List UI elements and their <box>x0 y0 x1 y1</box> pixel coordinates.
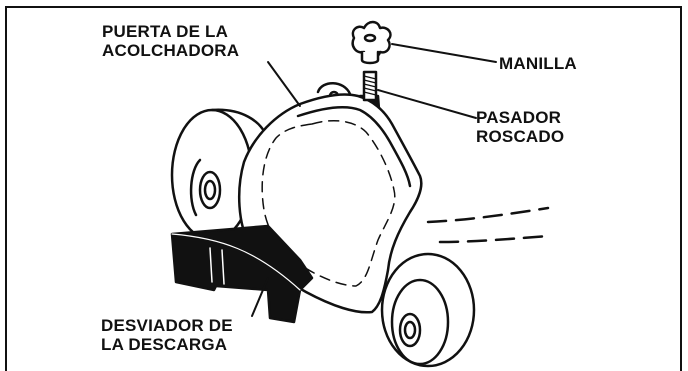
door-label: PUERTA DE LA ACOLCHADORA <box>102 22 239 60</box>
leader-pin <box>377 89 477 119</box>
threaded-pin <box>362 70 378 102</box>
door-label-line2: ACOLCHADORA <box>102 41 240 60</box>
deck-dashed-line-lower <box>438 234 550 244</box>
handle-label: MANILLA <box>499 54 577 73</box>
handle-knob <box>351 20 392 65</box>
front-right-wheel <box>380 252 476 368</box>
leader-handle <box>391 43 497 63</box>
door-dashed-outline <box>261 119 396 287</box>
handle-label-text: MANILLA <box>499 54 577 73</box>
frame-right <box>680 6 682 371</box>
deflector-label: DESVIADOR DE LA DESCARGA <box>101 316 233 354</box>
pin-label: PASADOR ROSCADO <box>476 108 564 146</box>
deflector-label-line2: LA DESCARGA <box>101 335 228 354</box>
door-hinge-tab <box>316 82 352 96</box>
pin-label-line2: ROSCADO <box>476 127 565 146</box>
discharge-deflector <box>170 224 314 324</box>
leader-deflector <box>251 277 269 317</box>
door-label-line1: PUERTA DE LA <box>102 22 229 41</box>
pin-label-line1: PASADOR <box>476 108 562 127</box>
frame-left <box>5 6 7 371</box>
deflector-label-line1: DESVIADOR DE <box>101 316 233 335</box>
door-inner-edge <box>296 105 412 188</box>
deck-dashed-line <box>426 206 550 224</box>
frame-top <box>5 6 682 8</box>
leader-door <box>267 61 301 107</box>
